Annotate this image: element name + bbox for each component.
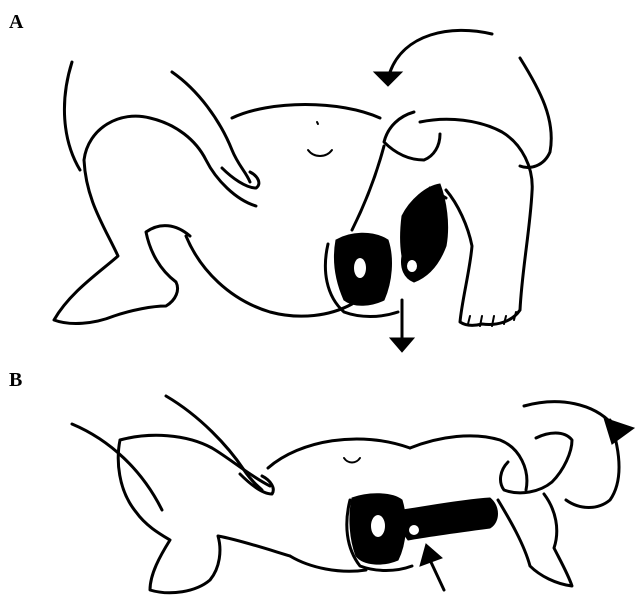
panel-b-left-leg [118, 435, 290, 592]
panel-a-fetal-body-hole [407, 260, 417, 272]
panel-a-left-leg [54, 116, 256, 323]
panel-a-navel [308, 150, 332, 156]
panel-b-fetal-head-hole [371, 515, 385, 537]
panel-a-curved-arrow-head [374, 72, 402, 86]
panel-b-lift-arrow-shaft [430, 560, 444, 590]
panel-b-left-helper-arm [72, 396, 273, 510]
panel-a-left-helper-arm [64, 62, 258, 188]
panel-b-right-helper-arm [501, 420, 620, 508]
panel-b-abdomen [268, 439, 410, 468]
panel-a-drawing [54, 30, 551, 352]
panel-b-drawing [72, 396, 634, 593]
panel-b-curved-arrow-head [604, 418, 634, 444]
panel-a-abdomen [232, 105, 380, 119]
panel-b-fetal-body-hole [409, 525, 419, 535]
panel-a-fetal-head-hole [354, 258, 366, 278]
panel-b-navel [344, 458, 360, 463]
panel-a-navel-dot [317, 122, 318, 124]
panel-b-curved-arrow [524, 402, 612, 424]
panel-a-traction-arrow-head [390, 338, 414, 352]
panel-a-curved-arrow [390, 30, 492, 72]
panel-a-right-helper-arm [384, 58, 551, 167]
